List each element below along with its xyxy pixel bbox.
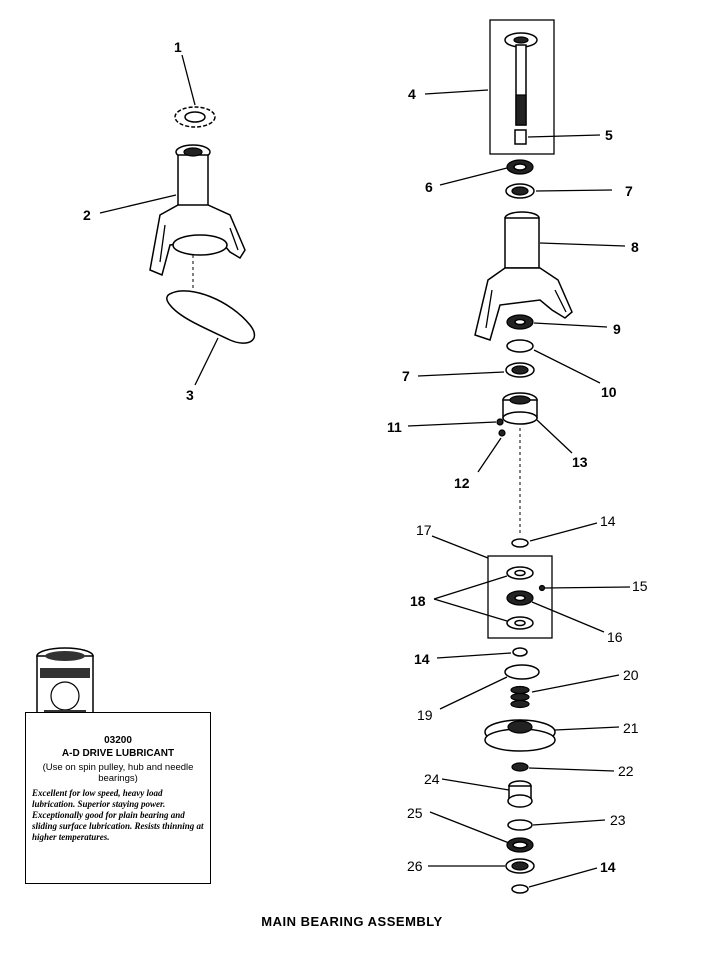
- part-16-bearing: [506, 590, 534, 606]
- diagram-title: MAIN BEARING ASSEMBLY: [261, 914, 443, 929]
- part-20-spring: [510, 685, 530, 709]
- lubricant-name: A-D DRIVE LUBRICANT: [61, 748, 175, 759]
- part-23-washer: [507, 819, 533, 831]
- callout-1: 1: [174, 39, 182, 55]
- callout-22: 22: [618, 763, 634, 779]
- lubricant-use: (Use on spin pulley, hub and needle bear…: [42, 762, 194, 784]
- part-7-bearing-upper: [505, 183, 535, 199]
- part-26-bearing: [505, 858, 535, 874]
- part-14-ring-upper: [511, 538, 529, 548]
- part-9-seal: [506, 314, 534, 330]
- callout-21: 21: [623, 720, 639, 736]
- callout-20: 20: [623, 667, 639, 683]
- callout-6: 6: [425, 179, 433, 195]
- callout-14c: 14: [600, 859, 616, 875]
- part-4-shaft: [504, 32, 538, 126]
- callout-4: 4: [408, 86, 416, 102]
- part-24-bushing: [507, 780, 533, 808]
- callout-24: 24: [424, 771, 440, 787]
- callout-7b: 7: [402, 368, 410, 384]
- callout-3: 3: [186, 387, 194, 403]
- part-21-pulley: [484, 719, 556, 752]
- part-19-ring: [504, 664, 540, 680]
- part-14-ring-lower: [511, 884, 529, 894]
- callout-13: 13: [572, 454, 588, 470]
- callout-9: 9: [613, 321, 621, 337]
- part-4-shaft-box: [489, 19, 555, 155]
- callout-25: 25: [407, 805, 423, 821]
- part-22-ring: [511, 762, 529, 772]
- part-1-washer: [174, 106, 216, 128]
- leader-lines: [99, 54, 631, 888]
- lubricant-info-box: 03200 A-D DRIVE LUBRICANT (Use on spin p…: [25, 712, 211, 884]
- callout-5: 5: [605, 127, 613, 143]
- callout-14b: 14: [414, 651, 430, 667]
- callout-2: 2: [83, 207, 91, 223]
- callout-10: 10: [601, 384, 617, 400]
- part-2-housing: [149, 144, 246, 277]
- callout-14a: 14: [600, 513, 616, 529]
- part-13-hub: [502, 392, 538, 425]
- part-15-pin: [538, 584, 546, 592]
- part-6-seal: [506, 159, 534, 175]
- part-8-housing: [474, 211, 573, 341]
- part-12-screw: [498, 429, 506, 437]
- callout-16: 16: [607, 629, 623, 645]
- callout-19: 19: [417, 707, 433, 723]
- part-10-ring: [506, 339, 534, 353]
- callout-17: 17: [416, 522, 432, 538]
- callout-23: 23: [610, 812, 626, 828]
- callout-7a: 7: [625, 183, 633, 199]
- part-11-screw: [496, 418, 504, 426]
- part-18-washers: [506, 566, 534, 630]
- lubricant-code: 03200: [104, 735, 132, 746]
- part-17-box: [487, 555, 553, 639]
- callout-26: 26: [407, 858, 423, 874]
- part-5-pin: [514, 129, 527, 145]
- part-7-bearing-lower: [505, 362, 535, 378]
- part-14-ring-middle: [512, 647, 528, 657]
- callout-8: 8: [631, 239, 639, 255]
- callout-18: 18: [410, 593, 426, 609]
- callout-15: 15: [632, 578, 648, 594]
- part-25-seal: [506, 837, 534, 853]
- lubricant-description: Excellent for low speed, heavy load lubr…: [32, 788, 204, 842]
- callout-11: 11: [387, 419, 402, 435]
- part-3-belt: [166, 290, 256, 344]
- callout-12: 12: [454, 475, 470, 491]
